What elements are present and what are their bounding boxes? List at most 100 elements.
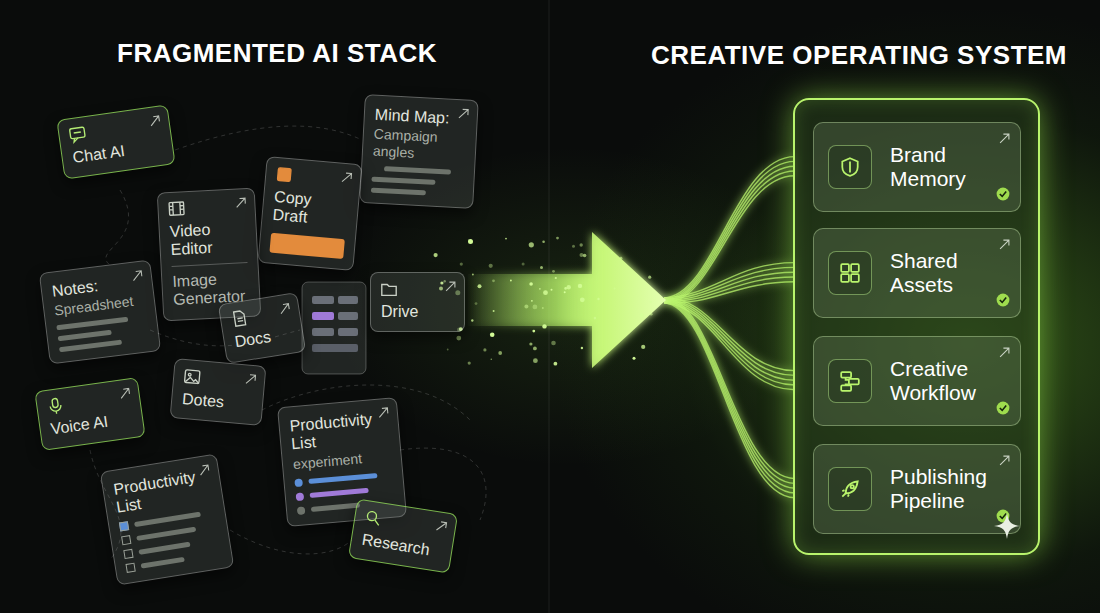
corner-arrow (458, 108, 470, 120)
card-title: Voice AI (50, 409, 134, 439)
particle (542, 241, 545, 244)
card-subtitle: Campaign angles (373, 126, 467, 164)
decoration (185, 377, 199, 384)
particle (614, 288, 616, 290)
decoration (382, 285, 396, 296)
decoration (1000, 298, 1006, 303)
particle (529, 242, 534, 247)
list-row (296, 484, 394, 501)
icon-box (828, 145, 872, 189)
card-label: Shared Assets (890, 249, 992, 296)
system-card: Publishing Pipeline (813, 444, 1021, 534)
card-title: Video Editor (169, 219, 247, 260)
icon-box (828, 251, 872, 295)
corner-arrow (999, 455, 1010, 466)
glow-line (664, 171, 795, 302)
decoration (150, 116, 160, 126)
card-icon (839, 370, 861, 392)
particle (529, 282, 533, 286)
decoration (1000, 514, 1006, 519)
decoration (277, 168, 291, 182)
tool-icon (275, 165, 295, 185)
particle (650, 313, 653, 316)
decoration (1000, 406, 1006, 411)
particle (522, 263, 525, 266)
decoration (997, 294, 1010, 307)
particle (552, 270, 555, 273)
particle (597, 298, 599, 300)
particle (491, 359, 493, 361)
particle (498, 351, 502, 355)
tool-card: Notes:Spreadsheet (39, 260, 161, 365)
particle (580, 253, 584, 257)
decoration (842, 158, 857, 176)
decoration (374, 520, 379, 525)
particle (551, 341, 556, 346)
particle (493, 310, 495, 312)
decoration (851, 485, 854, 488)
particle (524, 305, 528, 309)
list-bar (141, 557, 185, 569)
tool-icon (380, 280, 398, 298)
corner-arrow (235, 197, 247, 209)
particle (564, 287, 567, 290)
card-label: Publishing Pipeline (890, 465, 992, 512)
bar (312, 328, 334, 336)
list-box (125, 562, 135, 572)
grey-bar (371, 177, 436, 185)
decoration (1000, 456, 1009, 465)
particle (543, 290, 548, 295)
decoration (70, 127, 86, 139)
decoration (185, 370, 200, 384)
grey-bar (58, 330, 112, 342)
particle (456, 336, 461, 341)
tool-icon (363, 508, 384, 529)
decoration (851, 264, 859, 272)
particle (510, 280, 512, 282)
particle (581, 347, 583, 349)
tool-card: Dotes (170, 358, 267, 426)
decoration (1000, 240, 1009, 249)
system-card: Shared Assets (813, 228, 1021, 318)
glow-line (664, 302, 795, 494)
glow-line (664, 277, 795, 302)
tool-card: Chat AI (56, 105, 175, 180)
particle (471, 319, 473, 321)
particle (490, 332, 495, 337)
decoration (246, 375, 256, 385)
particle (475, 302, 478, 305)
glow-line (664, 303, 795, 390)
particle (594, 317, 597, 320)
decoration (842, 490, 849, 497)
list-bar (310, 488, 369, 498)
decoration (849, 379, 859, 385)
particle (554, 362, 558, 366)
glow-line (664, 282, 795, 303)
dashed-curve (106, 190, 129, 265)
decoration (997, 188, 1010, 201)
corner-arrow (377, 407, 389, 419)
list-box (119, 521, 129, 531)
particle (580, 297, 585, 302)
particle (478, 284, 482, 288)
decoration (132, 271, 142, 281)
particle (542, 324, 546, 328)
glow-line (664, 299, 795, 483)
bar (338, 296, 358, 304)
decoration (841, 274, 849, 282)
bars-card (302, 282, 366, 374)
grey-bar (56, 317, 128, 331)
particles (434, 237, 653, 366)
particle (489, 264, 493, 268)
decoration (199, 465, 209, 475)
tool-card: Voice AI (34, 377, 145, 451)
corner-arrow (999, 239, 1010, 250)
card-title: Mind Map: (374, 106, 467, 129)
particle (633, 357, 636, 360)
particle (620, 257, 623, 260)
decoration (52, 398, 59, 408)
card-title: Dotes (181, 390, 252, 414)
decoration (120, 388, 130, 398)
card-label: Creative Workflow (890, 357, 992, 404)
